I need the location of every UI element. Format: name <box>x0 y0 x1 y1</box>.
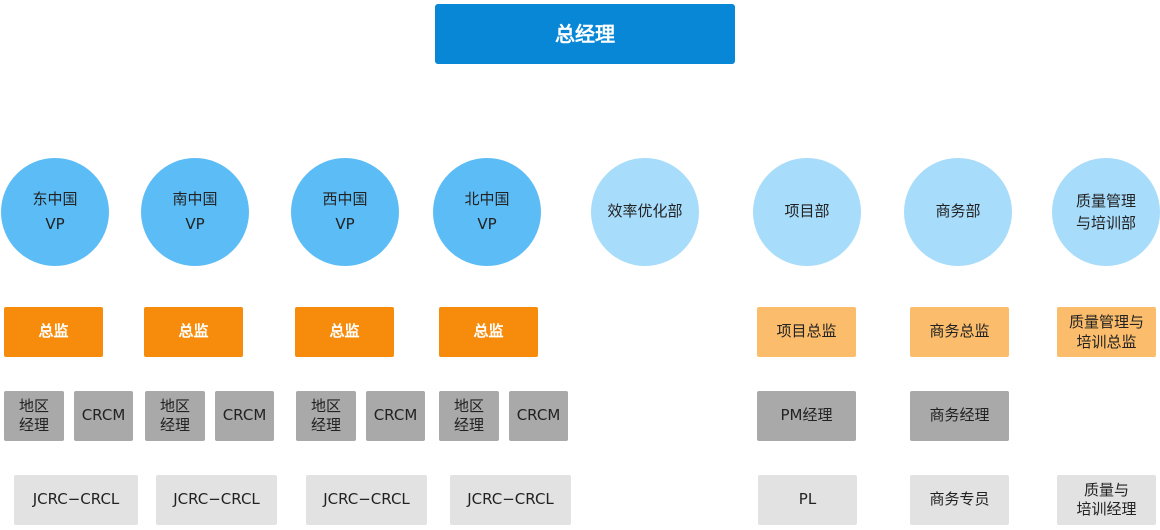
director-south: 总监 <box>144 307 243 357</box>
quality-director: 质量管理与 培训总监 <box>1057 307 1156 357</box>
jcrc-west: JCRC−CRCL <box>306 475 427 525</box>
project-dept-circle: 项目部 <box>753 158 861 266</box>
area-manager-north: 地区 经理 <box>439 391 499 441</box>
quality-dept-circle: 质量管理 与培训部 <box>1052 158 1160 266</box>
crcm-north: CRCM <box>509 391 568 441</box>
general-manager-box: 总经理 <box>435 4 735 64</box>
business-director: 商务总监 <box>910 307 1009 357</box>
pm-manager: PM经理 <box>757 391 856 441</box>
area-manager-east: 地区 经理 <box>4 391 64 441</box>
director-west: 总监 <box>295 307 394 357</box>
project-director: 项目总监 <box>757 307 856 357</box>
business-dept-circle: 商务部 <box>904 158 1012 266</box>
director-north: 总监 <box>439 307 538 357</box>
crcm-south: CRCM <box>215 391 274 441</box>
jcrc-east: JCRC−CRCL <box>14 475 138 525</box>
business-staff: 商务专员 <box>910 475 1009 525</box>
crcm-west: CRCM <box>366 391 425 441</box>
director-east: 总监 <box>4 307 103 357</box>
business-manager: 商务经理 <box>910 391 1009 441</box>
jcrc-south: JCRC−CRCL <box>156 475 277 525</box>
crcm-east: CRCM <box>74 391 133 441</box>
efficiency-dept-circle: 效率优化部 <box>591 158 699 266</box>
project-staff-pl: PL <box>758 475 857 525</box>
area-manager-west: 地区 经理 <box>296 391 356 441</box>
jcrc-north: JCRC−CRCL <box>450 475 571 525</box>
quality-staff: 质量与 培训经理 <box>1057 475 1156 525</box>
area-manager-south: 地区 经理 <box>145 391 205 441</box>
